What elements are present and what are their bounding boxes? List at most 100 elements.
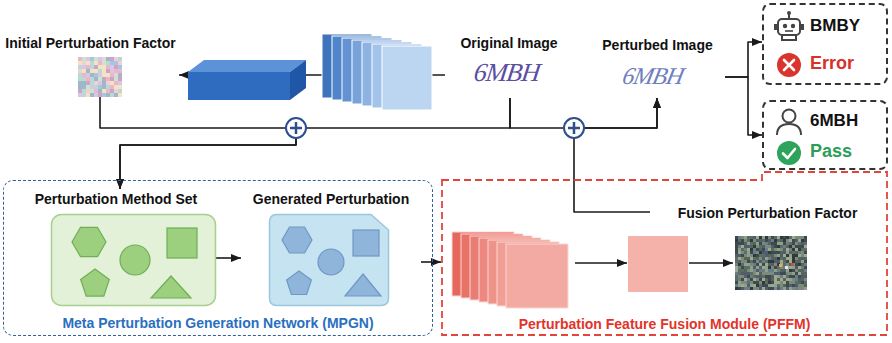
noise-pixel [738,236,741,239]
noise-pixel [98,69,102,73]
node-heading: Original Image [460,35,557,52]
noise-pixel [106,81,110,85]
fusion-noise-image [735,236,805,290]
noise-pixel [783,287,786,290]
noise-pixel [762,242,765,245]
noise-pixel [110,89,114,93]
noise-pixel [110,85,114,89]
noise-pixel [735,272,738,275]
noise-pixel [765,263,768,266]
noise-pixel [741,281,744,284]
noise-pixel [106,65,110,69]
noise-pixel [756,269,759,272]
connector [725,77,762,135]
noise-pixel [774,287,777,290]
fusion-feature-maps [452,232,568,308]
status-text: Error [810,53,854,74]
noise-pixel [759,239,762,242]
noise-pixel [78,61,82,65]
noise-pixel [783,248,786,251]
noise-pixel [780,260,783,263]
noise-pixel [750,263,753,266]
robot-ear [774,24,777,30]
robot-mouth [785,30,793,32]
noise-pixel [90,85,94,89]
noise-pixel [94,81,98,85]
square-shape [353,230,379,256]
noise-pixel [735,248,738,251]
noise-pixel [789,266,792,269]
noise-pixel [759,257,762,260]
noise-pixel [750,284,753,287]
noise-pixel [792,263,795,266]
noise-pixel [753,245,756,248]
noise-pixel [786,257,789,260]
noise-pixel [82,89,86,93]
noise-pixel [756,263,759,266]
noise-pixel [738,239,741,242]
noise-pixel [756,287,759,290]
noise-pixel [771,254,774,257]
noise-pixel [86,77,90,81]
noise-pixel [768,257,771,260]
noise-pixel [118,85,122,89]
noise-pixel [114,85,118,89]
noise-pixel [765,251,768,254]
noise-pixel [804,287,807,290]
noise-pixel [747,275,750,278]
noise-pixel [768,287,771,290]
noise-pixel [118,65,122,69]
noise-pixel [798,248,801,251]
noise-pixel [783,260,786,263]
noise-pixel [750,257,753,260]
noise-pixel [798,242,801,245]
noise-pixel [750,281,753,284]
noise-pixel [780,239,783,242]
noise-pixel [756,275,759,278]
noise-pixel [798,257,801,260]
noise-pixel [780,272,783,275]
noise-pixel [771,260,774,263]
noise-pixel [735,260,738,263]
node-heading: Initial Perturbation Factor [5,35,175,52]
noise-pixel [804,269,807,272]
noise-pixel [747,248,750,251]
robot-body [782,35,796,40]
method-set-panel [51,214,216,306]
noise-pixel [759,287,762,290]
noise-pixel [789,281,792,284]
noise-pixel [777,260,780,263]
noise-pixel [801,278,804,281]
noise-pixel [771,242,774,245]
noise-pixel [756,266,759,269]
noise-pixel [753,242,756,245]
noise-pixel [768,251,771,254]
noise-pixel [801,251,804,254]
result-text: 6MBH [810,111,858,131]
noise-pixel [780,251,783,254]
noise-pixel [768,242,771,245]
noise-pixel [94,57,98,61]
pass-check [783,149,795,158]
noise-pixel [777,239,780,242]
noise-pixel [795,278,798,281]
noise-pixel [762,260,765,263]
noise-pixel [118,73,122,77]
noise-pixel [783,239,786,242]
error-cross [784,60,794,70]
hexagon-shape [282,227,312,253]
noise-pixel [762,257,765,260]
noise-pixel [86,93,90,97]
noise-pixel [738,245,741,248]
noise-pixel [792,248,795,251]
noise-pixel [94,93,98,97]
noise-pixel [768,248,771,251]
result-box: 6MBHPass [762,100,888,170]
noise-pixel [768,260,771,263]
noise-pixel [82,77,86,81]
noise-pixel [86,73,90,77]
noise-pixel [798,263,801,266]
noise-pixel [789,245,792,248]
noise-pixel [774,263,777,266]
